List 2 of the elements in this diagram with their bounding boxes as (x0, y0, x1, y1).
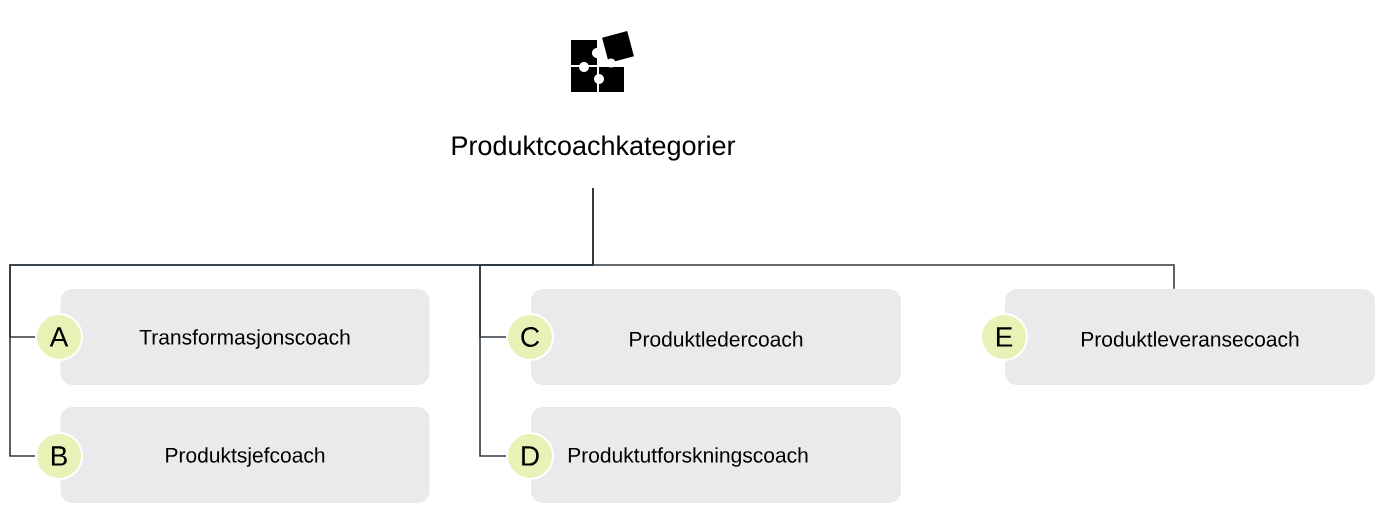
connector-line (592, 187, 1175, 290)
title-text: Produktcoachkategorier (452, 135, 736, 161)
